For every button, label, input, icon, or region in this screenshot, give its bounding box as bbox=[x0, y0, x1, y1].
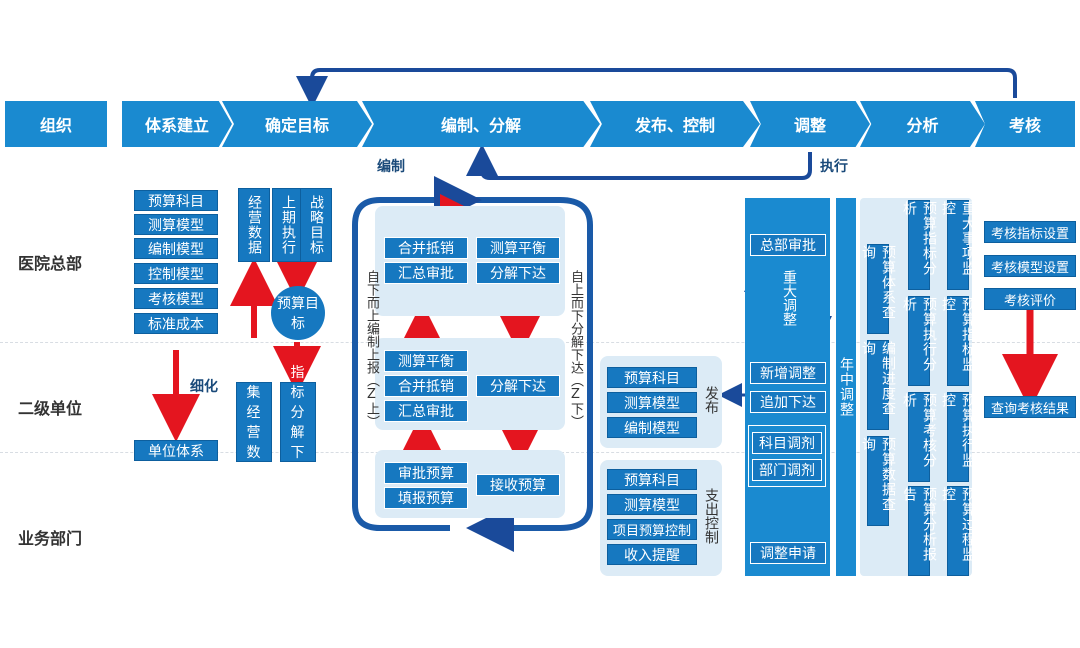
execute-label: 执行 bbox=[820, 159, 848, 175]
step-system[interactable]: 体系建立 bbox=[122, 101, 232, 147]
assess-index-setting[interactable]: 考核指标设置 bbox=[984, 221, 1076, 243]
step-assessment[interactable]: 考核 bbox=[975, 101, 1075, 147]
step-label: 体系建立 bbox=[144, 116, 209, 135]
query-item[interactable]: 预算体系查询 bbox=[860, 244, 896, 334]
system-item[interactable]: 控制模型 bbox=[134, 263, 218, 284]
step-publish[interactable]: 发布、控制 bbox=[590, 101, 760, 147]
dept-approve[interactable]: 审批预算 bbox=[384, 462, 468, 484]
hq-approve[interactable]: 汇总审批 bbox=[384, 262, 468, 284]
spend-control-label: 支出控制 bbox=[703, 488, 719, 544]
analysis-item[interactable]: 预算指标分析 bbox=[901, 200, 937, 290]
step-adjust[interactable]: 调整 bbox=[750, 101, 870, 147]
row-label-department: 业务部门 bbox=[18, 529, 83, 548]
publish-item[interactable]: 编制模型 bbox=[607, 417, 697, 438]
major-adjust-label: 重大调整 bbox=[781, 270, 797, 326]
index-decompose[interactable]: 指标分解下达 bbox=[280, 365, 316, 481]
hq-balance[interactable]: 测算平衡 bbox=[476, 237, 560, 259]
assess-evaluation[interactable]: 考核评价 bbox=[984, 288, 1076, 310]
target-source[interactable]: 经营数据 bbox=[238, 188, 270, 262]
compile-hq-panel bbox=[375, 206, 565, 316]
row-label-secondary: 二级单位 bbox=[18, 399, 83, 418]
monitor-item[interactable]: 重大事项监控 bbox=[940, 200, 976, 290]
refine-label: 细化 bbox=[190, 379, 218, 395]
step-label: 确定目标 bbox=[264, 116, 329, 135]
compile-label: 编制 bbox=[377, 159, 405, 175]
add-adjust[interactable]: 新增调整 bbox=[750, 362, 826, 384]
step-compile[interactable]: 编制、分解 bbox=[362, 101, 600, 147]
target-source[interactable]: 战略目标 bbox=[300, 188, 332, 262]
analysis-item[interactable]: 预算分析报告 bbox=[901, 486, 937, 576]
org-header: 组织 bbox=[5, 101, 107, 147]
system-item[interactable]: 测算模型 bbox=[134, 214, 218, 235]
subject-transfer[interactable]: 科目调剂 bbox=[752, 432, 822, 454]
bottom-up-label: 自下而上编制上报（Z上） bbox=[364, 270, 379, 428]
sec-balance[interactable]: 测算平衡 bbox=[384, 350, 468, 372]
analysis-item[interactable]: 预算执行分析 bbox=[901, 296, 937, 386]
unit-system[interactable]: 单位体系 bbox=[134, 440, 218, 461]
query-item[interactable]: 预算数据查询 bbox=[860, 436, 896, 526]
monitor-item[interactable]: 预算指标监控 bbox=[940, 296, 976, 386]
dept-transfer[interactable]: 部门调剂 bbox=[752, 459, 822, 481]
dept-receive[interactable]: 接收预算 bbox=[476, 474, 560, 496]
control-item[interactable]: 预算科目 bbox=[607, 469, 697, 490]
budget-goal[interactable]: 预算目标 bbox=[271, 286, 325, 340]
collect-data[interactable]: 收集经营数据 bbox=[236, 365, 272, 481]
query-item[interactable]: 编制进度查询 bbox=[860, 340, 896, 430]
step-target[interactable]: 确定目标 bbox=[222, 101, 372, 147]
top-down-label: 自上而下分解下达（Z下） bbox=[568, 270, 583, 428]
assess-result-query[interactable]: 查询考核结果 bbox=[984, 396, 1076, 418]
append-issue[interactable]: 追加下达 bbox=[750, 391, 826, 413]
step-label: 考核 bbox=[1008, 116, 1041, 135]
adjust-column bbox=[745, 198, 830, 576]
step-label: 发布、控制 bbox=[634, 116, 715, 135]
step-label: 编制、分解 bbox=[440, 116, 521, 135]
dept-fill[interactable]: 填报预算 bbox=[384, 487, 468, 509]
publish-item[interactable]: 预算科目 bbox=[607, 367, 697, 388]
hq-merge[interactable]: 合并抵销 bbox=[384, 237, 468, 259]
transfer-group bbox=[748, 425, 826, 487]
control-item[interactable]: 测算模型 bbox=[607, 494, 697, 515]
system-item[interactable]: 考核模型 bbox=[134, 288, 218, 309]
step-label: 分析 bbox=[906, 116, 939, 135]
sec-approve[interactable]: 汇总审批 bbox=[384, 400, 468, 422]
step-label: 调整 bbox=[793, 116, 826, 135]
step-analysis[interactable]: 分析 bbox=[860, 101, 985, 147]
assess-model-setting[interactable]: 考核模型设置 bbox=[984, 255, 1076, 277]
sec-decompose[interactable]: 分解下达 bbox=[476, 375, 560, 397]
hq-approval[interactable]: 总部审批 bbox=[750, 234, 826, 256]
sec-merge[interactable]: 合并抵销 bbox=[384, 375, 468, 397]
control-item[interactable]: 收入提醒 bbox=[607, 544, 697, 565]
midyear-adjust[interactable]: 年中调整 bbox=[836, 198, 856, 576]
publish-item[interactable]: 测算模型 bbox=[607, 392, 697, 413]
publish-label: 发布 bbox=[703, 386, 719, 414]
adjust-apply[interactable]: 调整申请 bbox=[750, 542, 826, 564]
row-label-hq: 医院总部 bbox=[18, 254, 83, 273]
monitor-item[interactable]: 预算执行监控 bbox=[940, 392, 976, 482]
system-item[interactable]: 编制模型 bbox=[134, 238, 218, 259]
org-label: 组织 bbox=[39, 116, 72, 135]
control-item[interactable]: 项目预算控制 bbox=[607, 519, 697, 540]
system-item[interactable]: 标准成本 bbox=[134, 313, 218, 334]
system-item[interactable]: 预算科目 bbox=[134, 190, 218, 211]
monitor-item[interactable]: 预算过程监控 bbox=[940, 486, 976, 576]
hq-decompose[interactable]: 分解下达 bbox=[476, 262, 560, 284]
analysis-item[interactable]: 预算考核分析 bbox=[901, 392, 937, 482]
